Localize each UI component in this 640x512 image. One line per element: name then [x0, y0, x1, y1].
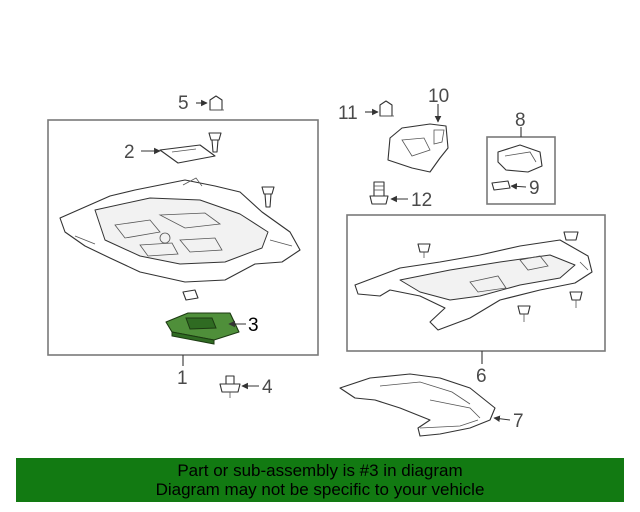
banner-line-part-number: Part or sub-assembly is #3 in diagram — [177, 461, 463, 480]
leader-line — [493, 415, 511, 423]
clip-part-9[interactable] — [491, 180, 511, 191]
callout-8: 8 — [515, 110, 526, 131]
callout-12: 12 — [411, 190, 432, 211]
callout-4: 4 — [262, 377, 273, 398]
bolt-part-4[interactable] — [219, 375, 241, 398]
leader-line — [510, 183, 527, 190]
clip-fastener-icon — [417, 243, 431, 258]
banner-line-disclaimer: Diagram may not be specific to your vehi… — [155, 480, 485, 499]
bracket-part-10[interactable] — [387, 123, 449, 173]
clip-fastener-icon — [563, 231, 579, 241]
clip-part-5-icon[interactable] — [209, 95, 224, 111]
callout-2: 2 — [124, 142, 135, 163]
clip-fastener-icon — [569, 291, 583, 308]
clip-fastener-icon — [517, 305, 531, 322]
clip-part-11-icon[interactable] — [379, 100, 394, 117]
tab-bracket — [182, 289, 199, 301]
callout-1: 1 — [177, 368, 188, 389]
engine-under-cover[interactable] — [59, 177, 301, 283]
callout-5: 5 — [178, 93, 189, 114]
callout-10: 10 — [428, 86, 449, 107]
bolt-part-12[interactable] — [369, 181, 389, 205]
assembly-frame-6 — [346, 214, 606, 352]
clip-fastener-icon — [208, 132, 222, 153]
under-cover-part-6[interactable] — [354, 239, 593, 331]
callout-11: 11 — [338, 103, 358, 124]
under-cover-part-7[interactable] — [339, 373, 496, 437]
callout-7: 7 — [513, 411, 524, 432]
callout-3: 3 — [248, 315, 259, 336]
callout-6: 6 — [476, 366, 487, 387]
info-banner: Part or sub-assembly is #3 in diagram Di… — [16, 458, 624, 502]
cover-part-8[interactable] — [497, 144, 543, 173]
clip-fastener-icon — [261, 186, 275, 208]
plate-part-2[interactable] — [159, 144, 216, 164]
highlighted-part-3[interactable] — [165, 312, 240, 345]
callout-9: 9 — [529, 178, 540, 199]
